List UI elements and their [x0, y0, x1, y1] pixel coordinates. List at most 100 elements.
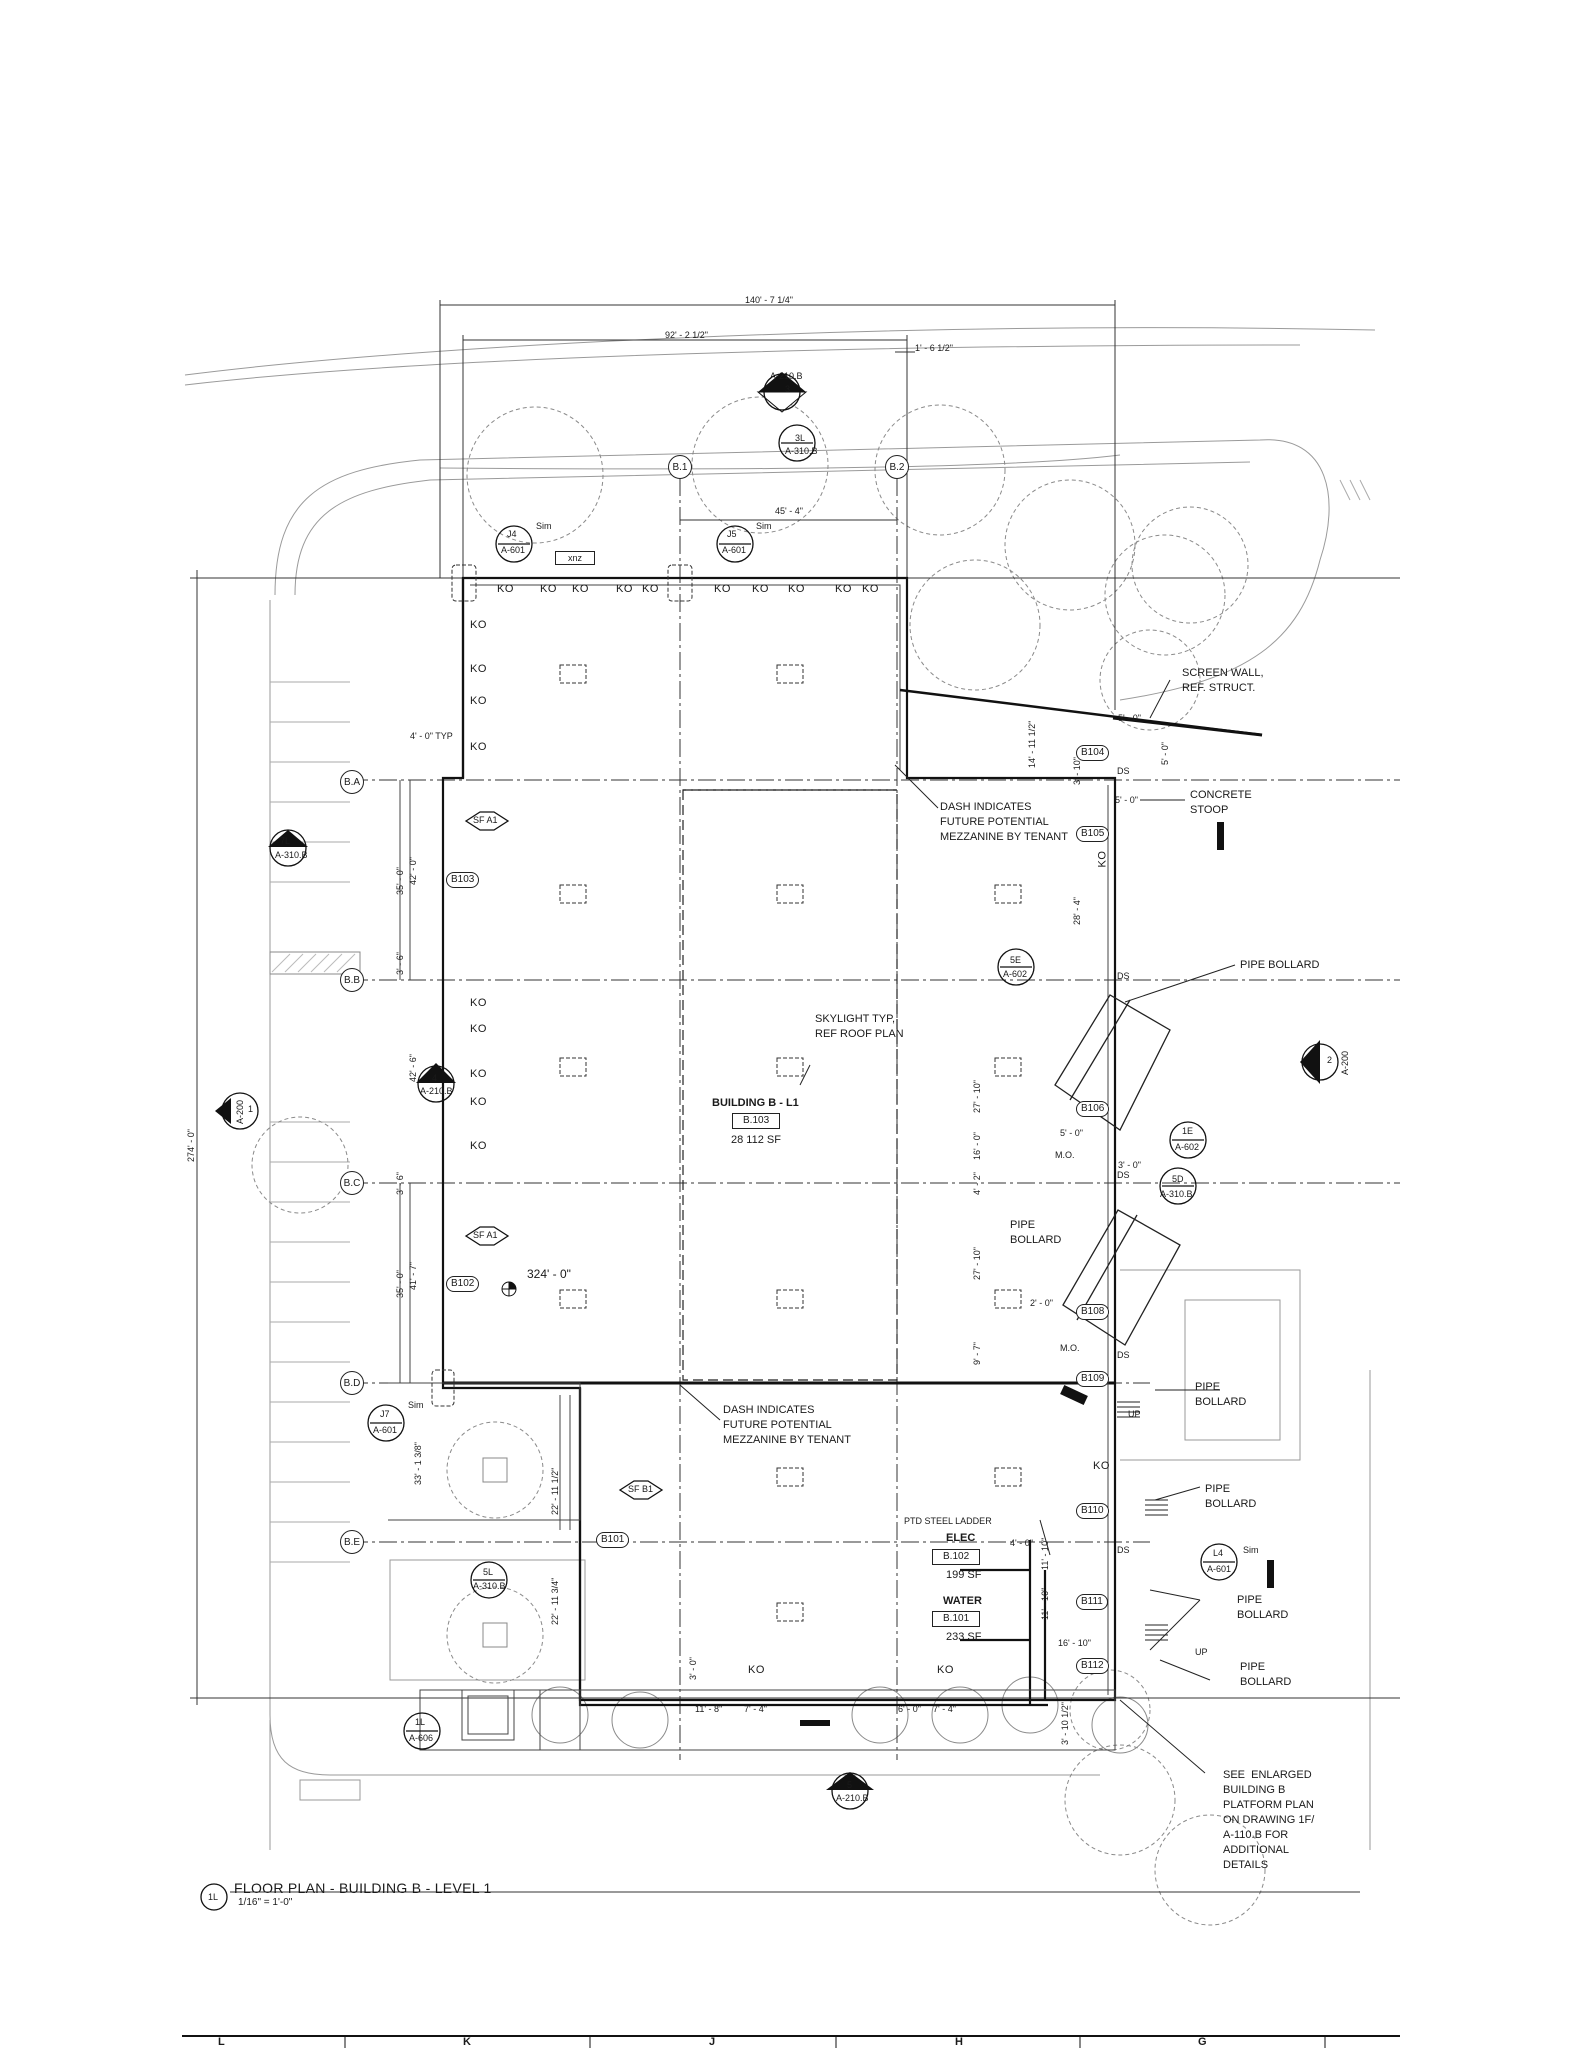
dim-6-0: 6' - 0" — [898, 1704, 921, 1714]
dim-42-0: 42' - 0" — [408, 857, 418, 885]
ds-label: DS — [1117, 971, 1130, 981]
elev-left-a-num: 7L — [280, 836, 291, 846]
dim-3-10b: 3' - 10 1/2" — [1060, 1702, 1070, 1745]
section-3l-num: 3L — [795, 433, 806, 443]
section-5l-ref: A-310.B — [473, 1581, 506, 1591]
note-pipe-bollard-a: PIPE BOLLARD — [1010, 1219, 1062, 1246]
up-label: UP — [1195, 1647, 1208, 1657]
grid-bubble-be: B.E — [340, 1530, 364, 1554]
note-pipe-bollard-e: PIPE BOLLARD — [1240, 1661, 1292, 1688]
overall-depth-dim: 274' - 0" — [186, 1129, 196, 1162]
grid-bubble-bc: B.C — [340, 1171, 364, 1195]
detail-1e-ref: A-602 — [1175, 1142, 1200, 1152]
skylights — [559, 664, 1022, 1622]
storefront-tag-b1: SF B1 — [628, 1484, 654, 1494]
door-tag-b105: B105 — [1076, 826, 1110, 842]
grid-bubble-bd: B.D — [340, 1371, 364, 1395]
ko-label: KO — [470, 1140, 487, 1152]
grid-bubble-b2: B.2 — [885, 455, 909, 479]
offset-right-dim: 1' - 6 1/2" — [915, 343, 953, 353]
dim-3-6b: 3' - 6" — [395, 1172, 405, 1195]
column-markers — [431, 564, 693, 1407]
ko-label: KO — [572, 583, 589, 595]
storefront-tag-a1: SF A1 — [473, 815, 498, 825]
ko-label: KO — [748, 1664, 765, 1676]
dim-9-7: 9' - 7" — [972, 1342, 982, 1365]
note-pipe-bollard-b: PIPE BOLLARD — [1195, 1381, 1247, 1408]
dim-11-10a: 11' - 10" — [1040, 1537, 1050, 1570]
section-5l-num: 5L — [483, 1567, 494, 1577]
elev-top-num: 3 — [785, 384, 791, 394]
detail-j4-sim: Sim — [536, 521, 552, 531]
ko-label: KO — [642, 583, 659, 595]
drawing-title: FLOOR PLAN - BUILDING B - LEVEL 1 — [234, 1880, 492, 1896]
detail-j5-num: J5 — [727, 529, 737, 539]
detail-l4-num: L4 — [1213, 1548, 1224, 1558]
door-tag-b110: B110 — [1076, 1503, 1109, 1519]
dim-35-0b: 35' - 0" — [395, 1270, 405, 1298]
ko-label: KO — [835, 583, 852, 595]
ko-label: KO — [470, 997, 487, 1009]
title-tag: 1L — [208, 1892, 219, 1902]
elev-bottom-num: 5 — [847, 1780, 853, 1790]
trees — [251, 396, 1266, 1926]
spot-elevation-marker — [501, 1281, 517, 1297]
dim-14-11: 14' - 11 1/2" — [1027, 720, 1037, 768]
dim-27-10a: 27' - 10" — [972, 1080, 982, 1113]
elev-right-ref: A-200 — [1340, 1050, 1350, 1075]
detail-l4-ref: A-601 — [1207, 1564, 1232, 1574]
elev-left-b-ref: A-200 — [235, 1099, 245, 1124]
dim-5-0c: 5' - 0" — [1115, 795, 1138, 805]
storefront-tag-a1-2: SF A1 — [473, 1230, 498, 1240]
stoop-marker — [1060, 1384, 1088, 1406]
room-area-main: 28 112 SF — [731, 1134, 781, 1146]
detail-j5-sim: Sim — [756, 521, 772, 531]
ko-label: KO — [1096, 850, 1109, 868]
dim-3-0: 3' - 0" — [688, 1657, 698, 1680]
detail-j5-ref: A-601 — [722, 545, 747, 555]
ko-label: KO — [937, 1664, 954, 1676]
ko-label: KO — [788, 583, 805, 595]
overall-width-dim: 140' - 7 1/4" — [745, 295, 793, 305]
elev-left-b-num: 1 — [248, 1104, 254, 1114]
ko-label: KO — [1093, 1460, 1110, 1472]
loading-ramps — [1054, 994, 1181, 1346]
ko-label: KO — [752, 583, 769, 595]
ko-label: KO — [470, 1068, 487, 1080]
bay-width-dim: 45' - 4" — [775, 506, 803, 516]
bike-rack — [299, 1779, 361, 1801]
ko-label: KO — [470, 741, 487, 753]
stairs — [1117, 1401, 1168, 1641]
detail-j7-sim: Sim — [408, 1400, 424, 1410]
dim-22-11b: 22' - 11 3/4" — [550, 1577, 560, 1625]
detail-j4-num: J4 — [507, 529, 517, 539]
door-tag-b104: B104 — [1076, 745, 1110, 761]
room-name-water: WATER — [943, 1595, 982, 1607]
detail-l4-sim: Sim — [1243, 1545, 1259, 1555]
title-block-col-g: G — [1198, 2036, 1207, 2048]
grid-bubble-bb: B.B — [340, 968, 364, 992]
ko-label: KO — [470, 663, 487, 675]
ko-label: KO — [470, 695, 487, 707]
door-tag-b112: B112 — [1076, 1658, 1109, 1674]
dim-16-10: 16' - 10" — [1058, 1638, 1091, 1648]
drawing-scale: 1/16" = 1'-0" — [238, 1897, 293, 1908]
dim-3-0b: 3' - 0" — [1118, 1160, 1141, 1170]
elev-left-a-ref: A-310.B — [275, 850, 308, 860]
grid-lines — [190, 300, 1400, 1760]
room-name-main: BUILDING B - L1 — [712, 1097, 799, 1109]
room-number-elec: B.102 — [932, 1549, 981, 1565]
grid-bubble-ba: B.A — [340, 770, 364, 794]
door-tag-b111: B111 — [1076, 1594, 1108, 1610]
detail-j4-ref: A-601 — [501, 545, 526, 555]
note-leaders — [679, 679, 1236, 1774]
room-area-elec: 199 SF — [946, 1569, 982, 1581]
dim-5-0a: 5' - 0" — [1118, 713, 1141, 723]
elev-right-num: 2 — [1327, 1055, 1333, 1065]
detail-5e-num: 5E — [1010, 955, 1022, 965]
room-name-elec: ELEC — [946, 1532, 976, 1544]
ko-label: KO — [497, 583, 514, 595]
tree-grate — [482, 1622, 508, 1648]
dim-4-2: 4' - 2" — [972, 1172, 982, 1195]
